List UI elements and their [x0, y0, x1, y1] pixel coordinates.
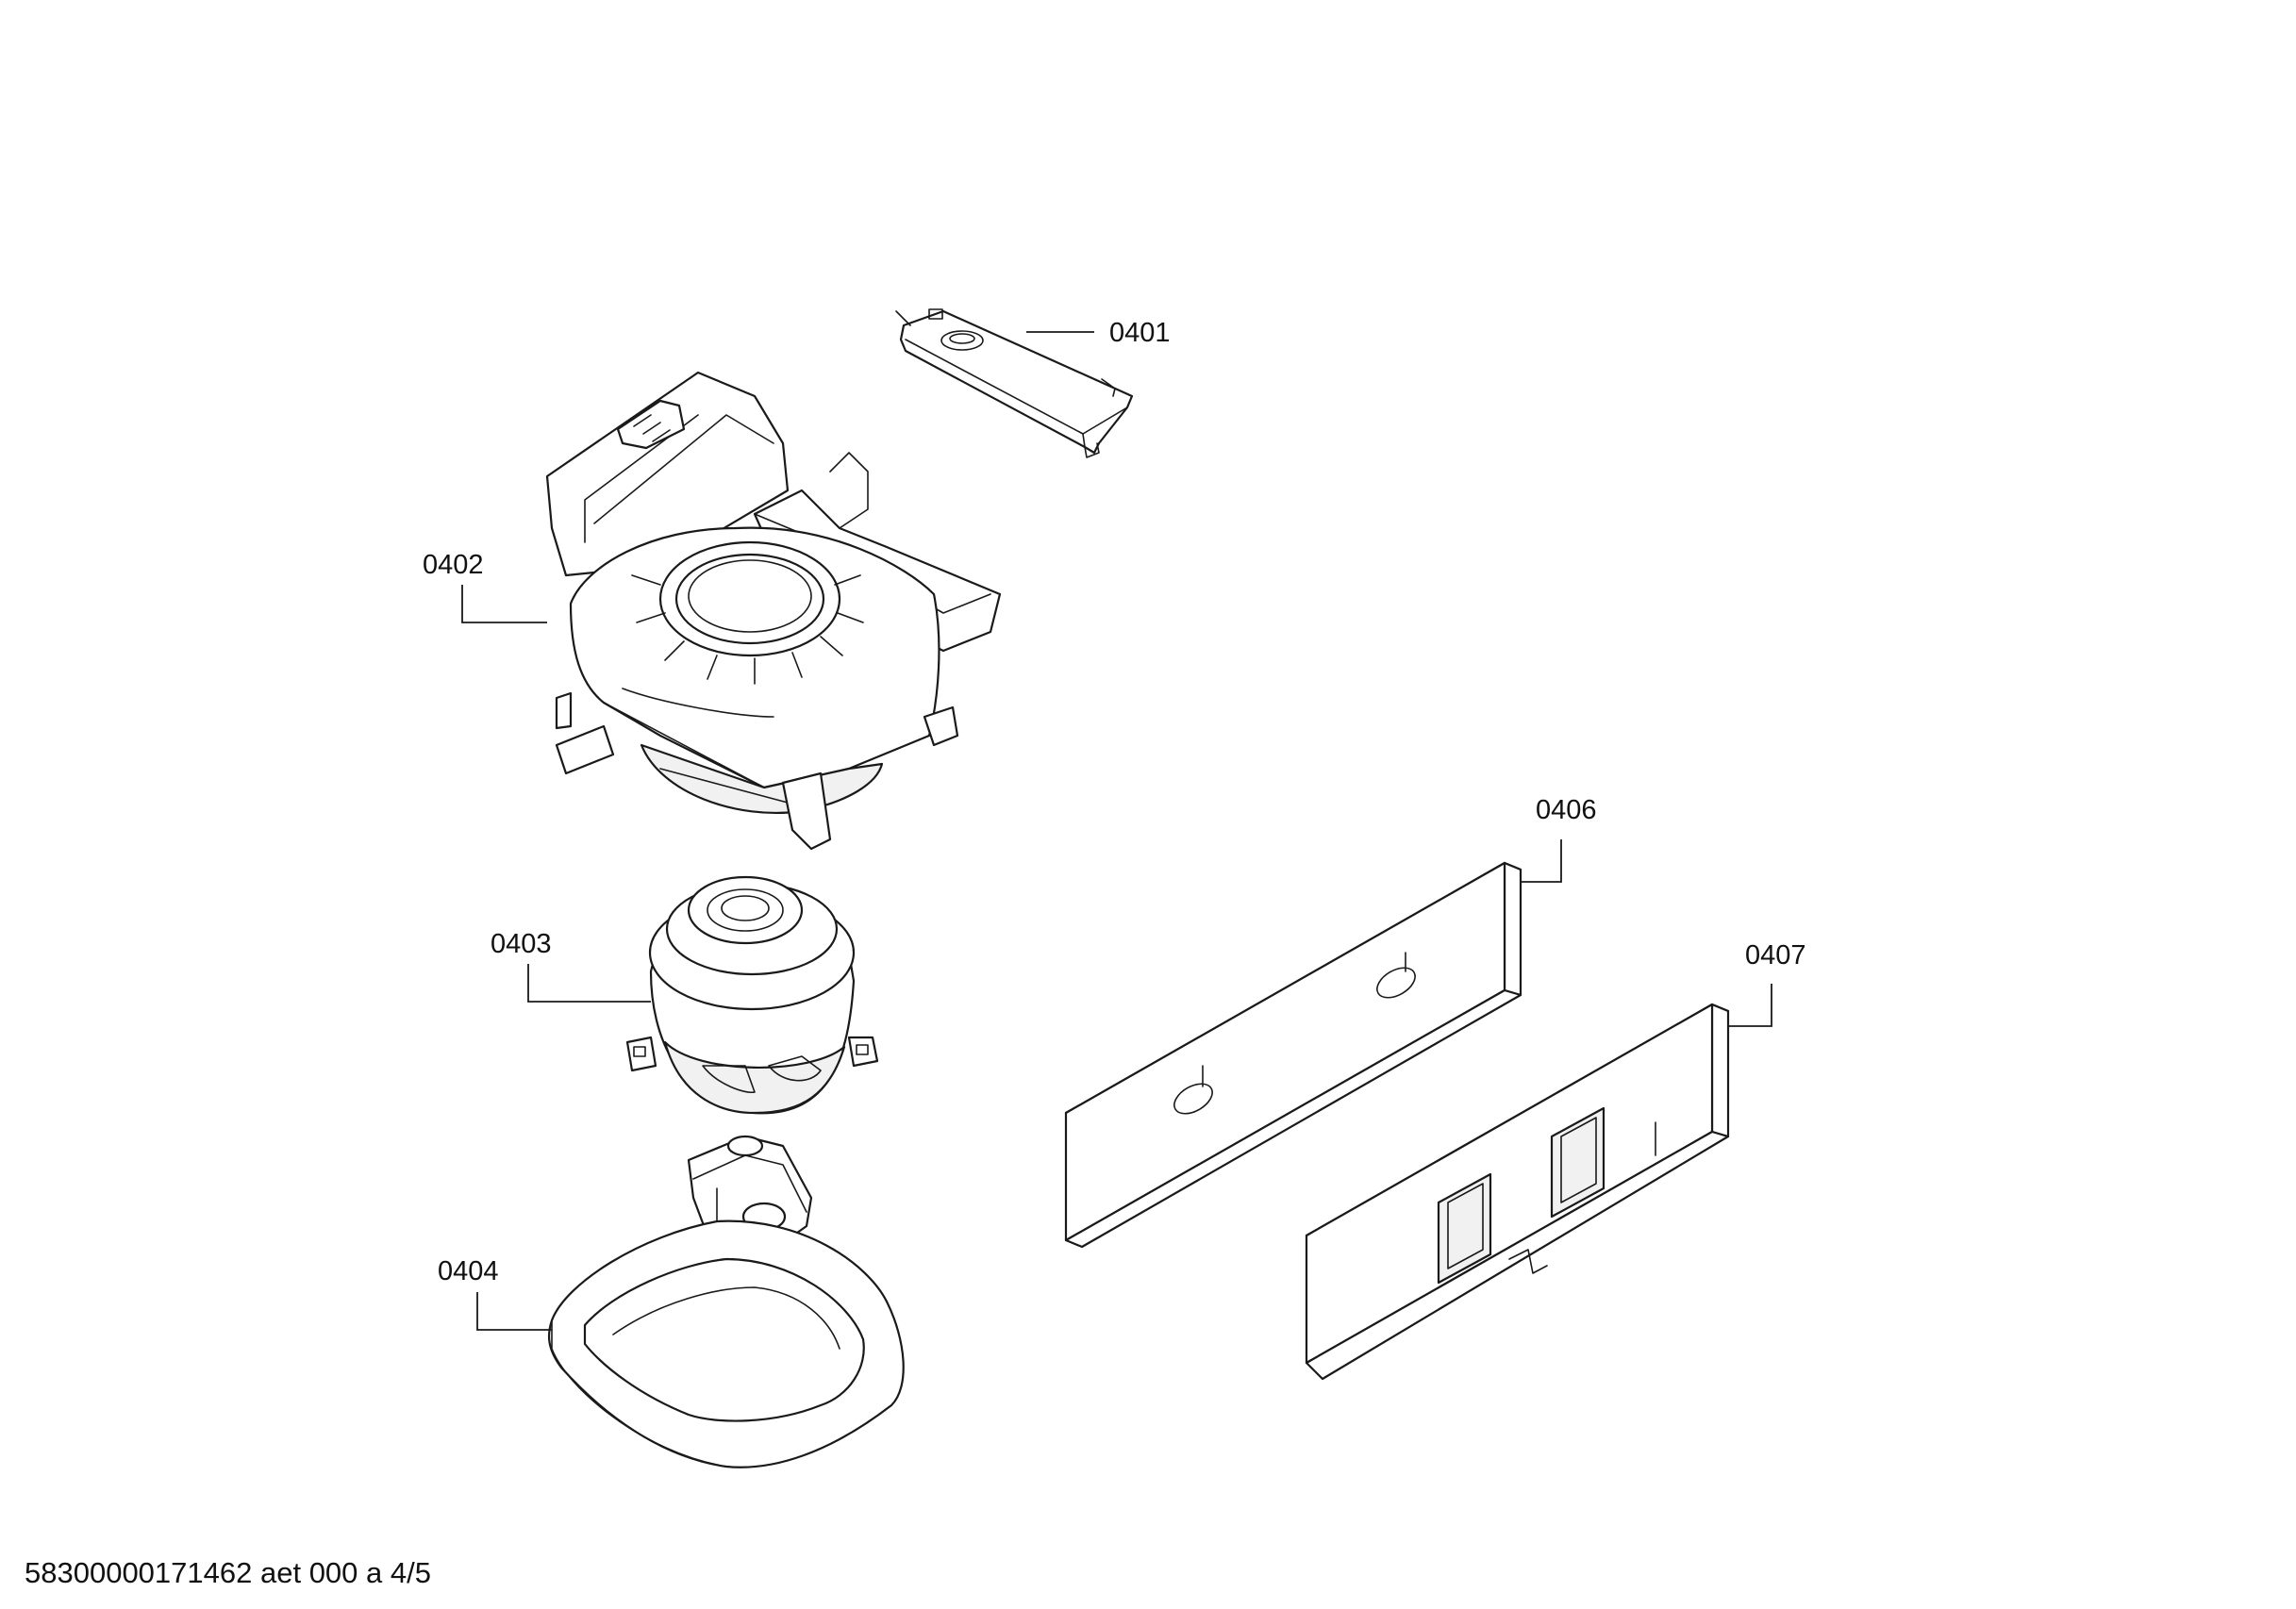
label-0406: 0406 — [1536, 795, 1597, 825]
part-0402-fan-housing — [545, 371, 1002, 851]
part-0403-motor — [625, 875, 879, 1115]
label-0407: 0407 — [1745, 940, 1806, 970]
leader-0402 — [461, 585, 547, 623]
label-0403: 0403 — [491, 929, 552, 959]
part-0406-filter-pad — [1064, 861, 1522, 1249]
leader-0407 — [1728, 984, 1772, 1027]
part-0407-filter-pad — [1305, 1003, 1730, 1381]
leader-lines — [461, 331, 1772, 1331]
part-0404-mount-ring — [547, 1135, 905, 1468]
label-0401: 0401 — [1109, 318, 1171, 348]
leader-0406 — [1521, 839, 1562, 883]
leader-0404 — [476, 1292, 552, 1331]
label-0402: 0402 — [423, 550, 484, 580]
part-0401-bracket — [895, 308, 1134, 458]
drawing-reference-number: 58300000171462 aet 000 a 4/5 — [25, 1556, 431, 1589]
leader-0403 — [527, 964, 651, 1003]
part-labels: 0401 0402 0403 0404 0406 0407 — [423, 318, 1806, 1286]
label-0404: 0404 — [438, 1256, 499, 1286]
